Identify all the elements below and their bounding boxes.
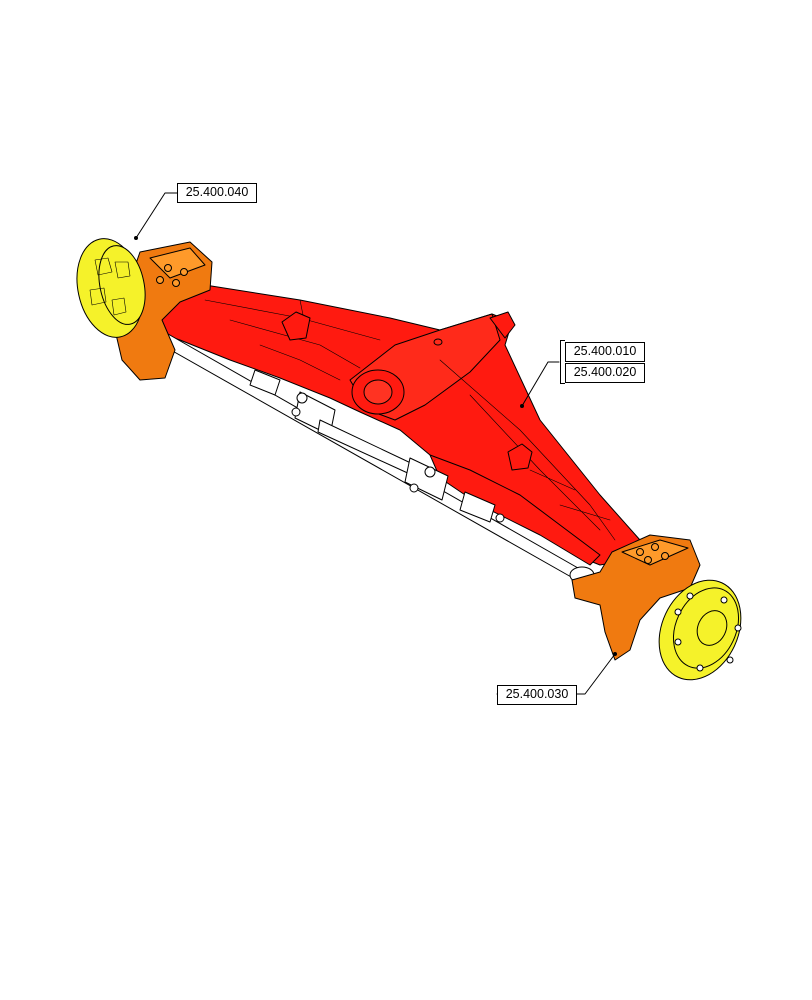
callout-hub-right[interactable]: 25.400.030	[497, 685, 577, 705]
callout-axle-body-alt[interactable]: 25.400.020	[565, 363, 645, 383]
axle-body[interactable]	[149, 284, 641, 566]
leader-dots	[134, 236, 617, 656]
callout-hub-left[interactable]: 25.400.040	[177, 183, 257, 203]
callout-bracket	[560, 340, 565, 384]
right-wheel-hub[interactable]	[644, 567, 757, 693]
right-steering-knuckle[interactable]	[571, 534, 701, 661]
left-wheel-hub[interactable]	[68, 232, 152, 343]
callout-axle-body[interactable]: 25.400.010	[565, 342, 645, 362]
